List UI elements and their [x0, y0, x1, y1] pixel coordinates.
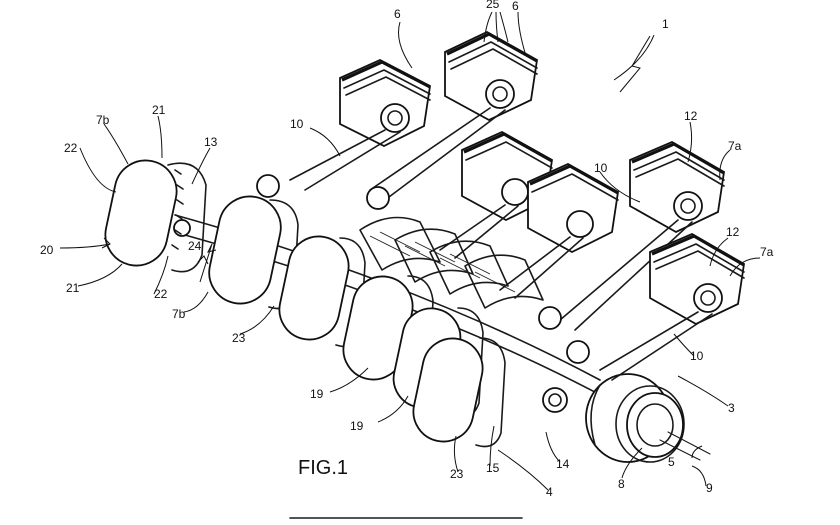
label-24: 24	[188, 239, 202, 253]
label-7a2: 7a	[760, 245, 774, 259]
label-21b: 21	[66, 281, 80, 295]
label-22b: 22	[154, 287, 168, 301]
label-23a: 23	[450, 467, 464, 481]
label-19a: 19	[310, 387, 324, 401]
label-6a: 6	[394, 7, 401, 21]
label-22a: 22	[64, 141, 78, 155]
leader-lines	[59, 11, 761, 491]
label-13: 13	[204, 135, 218, 149]
label-21a: 21	[152, 103, 166, 117]
label-8: 8	[618, 477, 625, 491]
crankshaft	[174, 214, 711, 463]
big-end-bearings	[173, 174, 590, 413]
label-10c: 10	[690, 349, 704, 363]
counterweight-pads	[104, 159, 506, 448]
label-19b: 19	[350, 419, 364, 433]
figure-title: FIG.1	[298, 457, 348, 479]
label-3: 3	[728, 401, 735, 415]
label-9: 9	[706, 481, 713, 495]
piston-group-upper-bank	[289, 30, 745, 381]
label-23b: 23	[232, 331, 246, 345]
label-5: 5	[668, 455, 675, 469]
label-14: 14	[556, 457, 570, 471]
label-20: 20	[40, 243, 54, 257]
label-25: 25	[486, 0, 500, 11]
label-10a: 10	[290, 117, 304, 131]
label-7b2: 7b	[172, 307, 186, 321]
label-12a: 12	[684, 109, 698, 123]
label-7a1: 7a	[728, 139, 742, 153]
label-10b: 10	[594, 161, 608, 175]
label-15: 15	[486, 461, 500, 475]
label-1: 1	[662, 17, 669, 31]
label-12b: 12	[726, 225, 740, 239]
label-4: 4	[546, 485, 553, 499]
label-7b1: 7b	[96, 113, 110, 127]
label-6b: 6	[512, 0, 519, 13]
reference-labels: 1 25 6 6 12 7a 10 10 12 7a 10 3 5 8 9 14…	[40, 0, 774, 499]
